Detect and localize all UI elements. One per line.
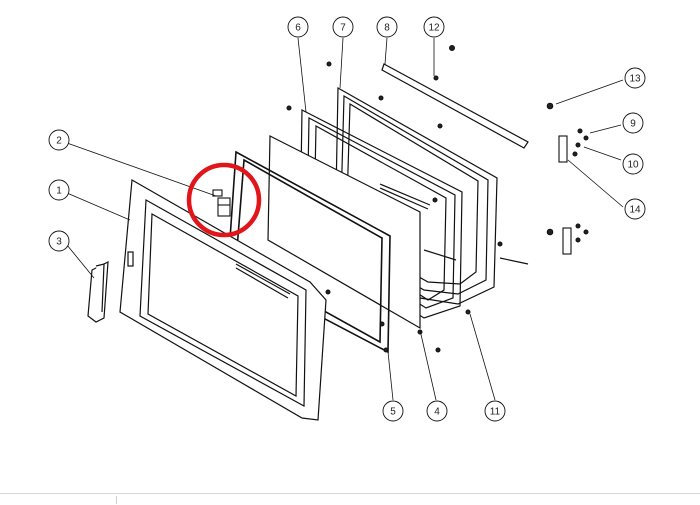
callout-label: 4 [434,407,440,418]
callout-label: 6 [295,23,301,34]
callout-12: 12 [423,16,445,38]
callout-label: 1 [56,186,62,197]
callout-label: 8 [384,23,390,34]
callout-9: 9 [622,112,644,134]
callout-5: 5 [382,400,404,422]
part-4-glass-pane [267,135,421,330]
callout-1: 1 [48,179,70,201]
callout-label: 3 [56,237,62,248]
callout-label: 7 [340,23,346,34]
part-2-hinge-bracket [212,189,231,217]
callout-3: 3 [48,230,70,252]
callout-label: 13 [629,74,641,85]
callout-8: 8 [376,16,398,38]
leader-lines [66,37,624,401]
callout-label: 10 [627,160,639,171]
callout-14: 14 [624,198,646,220]
hardware-screws [286,45,589,353]
bottom-divider [0,493,700,494]
part-3-handle [87,260,109,323]
callout-label: 12 [428,23,440,34]
callout-label: 9 [630,119,636,130]
callout-6: 6 [287,16,309,38]
part-1-front-door [119,179,327,421]
callout-label: 5 [390,407,396,418]
callout-4: 4 [426,400,448,422]
callout-7: 7 [332,16,354,38]
part-14-hinge-plates [558,135,572,255]
callout-11: 11 [484,400,506,422]
callout-10: 10 [622,153,644,175]
part-8-top-trim [381,63,529,149]
callout-2: 2 [48,129,70,151]
callout-label: 14 [629,205,641,216]
callout-13: 13 [624,67,646,89]
callout-label: 2 [56,136,62,147]
highlight-circle [186,162,262,238]
callout-label: 11 [490,407,501,418]
bottom-tick-mark [116,496,117,504]
